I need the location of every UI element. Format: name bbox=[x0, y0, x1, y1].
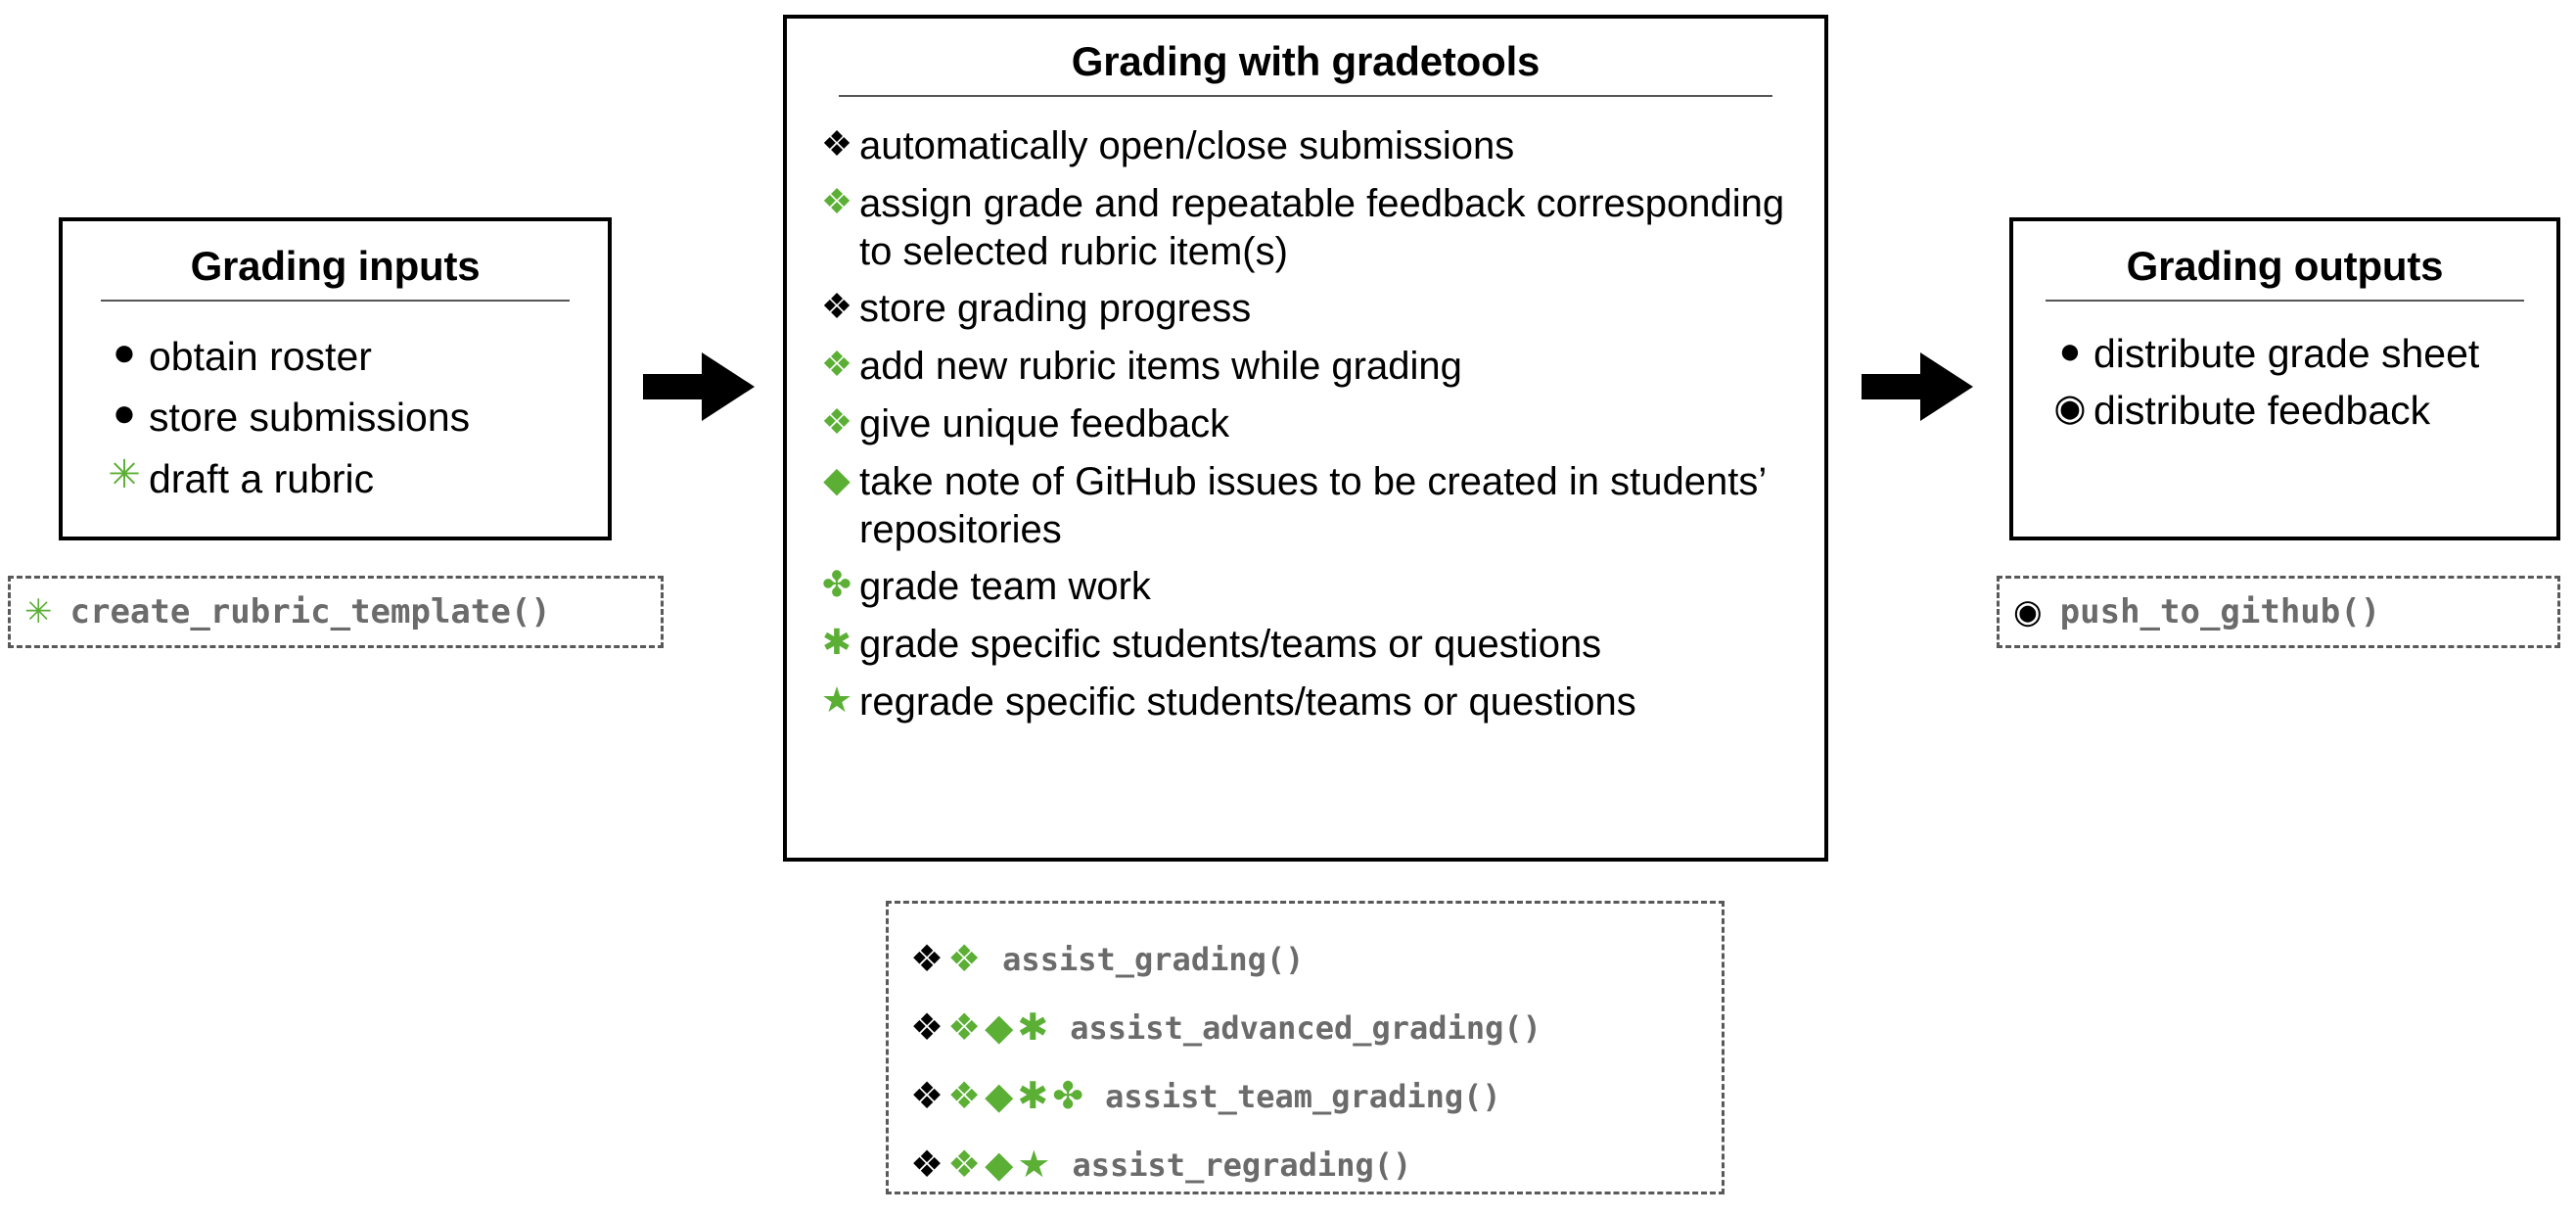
green-diamond-cluster-bullet-icon: ❖ bbox=[820, 180, 853, 221]
list-item-label: assign grade and repeatable feedback cor… bbox=[859, 181, 1785, 273]
list-item-label: regrade specific students/teams or quest… bbox=[859, 679, 1636, 724]
list-item: ✤grade team work bbox=[814, 563, 1807, 611]
list-item: ❖store grading progress bbox=[814, 285, 1807, 333]
function-name-label: create_rubric_template() bbox=[69, 592, 551, 631]
grading-with-gradetools-panel: Grading with gradetools ❖automatically o… bbox=[783, 15, 1828, 862]
black-diamond-cluster-icon: ❖ bbox=[910, 939, 944, 980]
green-star-icon: ★ bbox=[1017, 1145, 1051, 1186]
push-to-github-function-box: ◉ push_to_github() bbox=[1997, 576, 2560, 648]
green-heavy-asterisk-bullet-icon: ✱ bbox=[821, 622, 852, 663]
list-item: ★regrade specific students/teams or ques… bbox=[814, 678, 1807, 726]
list-item-label: grade team work bbox=[859, 565, 1151, 609]
black-circle-bullet-icon: ● bbox=[112, 331, 137, 374]
function-glyph-group: ✳ bbox=[24, 595, 53, 629]
function-glyph-group: ❖❖◆✱ bbox=[910, 1009, 1052, 1047]
list-item-label: distribute grade sheet bbox=[2093, 331, 2480, 376]
list-item-label: take note of GitHub issues to be created… bbox=[859, 459, 1766, 551]
green-solid-diamond-bullet-icon: ◆ bbox=[823, 458, 851, 499]
function-name-label: push_to_github() bbox=[2059, 592, 2381, 631]
green-diamond-cluster-icon: ❖ bbox=[947, 1076, 982, 1117]
title-divider bbox=[839, 95, 1772, 97]
list-item-label: draft a rubric bbox=[149, 455, 375, 501]
legend-row: ❖❖◆✱✤assist_team_grading() bbox=[910, 1062, 1722, 1131]
list-item-label: add new rubric items while grading bbox=[859, 345, 1462, 389]
green-heavy-asterisk-icon: ✱ bbox=[1017, 1076, 1049, 1117]
assist-functions-legend-box: ❖❖assist_grading()❖❖◆✱assist_advanced_gr… bbox=[886, 901, 1725, 1194]
panel-title: Grading inputs bbox=[190, 243, 481, 289]
function-name-label: assist_regrading() bbox=[1072, 1146, 1412, 1184]
green-diamond-cluster-icon: ❖ bbox=[947, 1145, 982, 1186]
list-item: ● distribute grade sheet bbox=[2047, 329, 2547, 378]
panel-title: Grading with gradetools bbox=[1071, 38, 1541, 84]
green-diamond-cluster-bullet-icon: ❖ bbox=[820, 400, 853, 442]
list-item: ◆take note of GitHub issues to be create… bbox=[814, 458, 1807, 554]
green-clover-icon: ✤ bbox=[1052, 1076, 1084, 1117]
arrow-inputs-to-gradetools bbox=[641, 343, 759, 436]
function-name-label: assist_advanced_grading() bbox=[1070, 1009, 1541, 1047]
function-glyph-group: ❖❖◆✱✤ bbox=[910, 1078, 1087, 1115]
grading-outputs-list: ●distribute grade sheet◉distribute feedb… bbox=[2013, 329, 2556, 435]
list-item: ● obtain roster bbox=[100, 333, 608, 380]
black-circle-bullet-icon: ● bbox=[112, 392, 137, 436]
list-item: ❖assign grade and repeatable feedback co… bbox=[814, 180, 1807, 276]
gradetools-feature-list: ❖automatically open/close submissions❖as… bbox=[787, 122, 1824, 726]
function-glyph-group: ❖❖◆★ bbox=[910, 1146, 1054, 1184]
list-item-label: obtain roster bbox=[149, 334, 372, 379]
function-name-label: assist_team_grading() bbox=[1105, 1078, 1501, 1115]
list-item: ✱grade specific students/teams or questi… bbox=[814, 621, 1807, 669]
grading-inputs-list: ●obtain roster●store submissions✳draft a… bbox=[63, 333, 608, 502]
black-circle-bullet-icon: ● bbox=[2058, 331, 2082, 372]
black-diamond-cluster-icon: ❖ bbox=[910, 1076, 944, 1117]
panel-title: Grading outputs bbox=[2126, 243, 2444, 289]
green-heavy-asterisk-icon: ✱ bbox=[1017, 1007, 1049, 1049]
green-diamond-cluster-bullet-icon: ❖ bbox=[820, 344, 853, 385]
list-item: ◉distribute feedback bbox=[2047, 386, 2547, 435]
black-diamond-cluster-icon: ❖ bbox=[910, 1007, 944, 1049]
green-solid-diamond-icon: ◆ bbox=[985, 1076, 1014, 1117]
black-diamond-cluster-bullet-icon: ❖ bbox=[820, 286, 853, 327]
function-glyph-group: ❖❖ bbox=[910, 941, 985, 978]
green-clover-bullet-icon: ✤ bbox=[821, 564, 852, 605]
grading-inputs-panel: Grading inputs ● obtain roster ● store subm… bbox=[59, 217, 612, 540]
green-asterisk-bullet-icon: ✳ bbox=[108, 452, 141, 496]
green-star-bullet-icon: ★ bbox=[820, 678, 853, 720]
green-diamond-cluster-icon: ❖ bbox=[947, 939, 982, 980]
green-asterisk-icon: ✳ bbox=[24, 593, 53, 631]
create-rubric-template-function-box: ✳ create_rubric_template() bbox=[8, 576, 664, 648]
list-item: ❖give unique feedback bbox=[814, 400, 1807, 448]
title-divider bbox=[100, 300, 570, 302]
green-diamond-cluster-icon: ❖ bbox=[947, 1007, 982, 1049]
list-item-label: distribute feedback bbox=[2093, 388, 2431, 434]
green-solid-diamond-icon: ◆ bbox=[985, 1145, 1014, 1186]
fisheye-icon: ◉ bbox=[2013, 593, 2043, 631]
black-diamond-cluster-bullet-icon: ❖ bbox=[820, 123, 853, 164]
legend-row: ❖❖ assist_grading() bbox=[910, 925, 1722, 994]
list-item: ❖add new rubric items while grading bbox=[814, 343, 1807, 391]
list-item: ● store submissions bbox=[100, 394, 608, 441]
green-solid-diamond-icon: ◆ bbox=[985, 1007, 1014, 1049]
list-item-label: automatically open/close submissions bbox=[859, 124, 1515, 167]
list-item: ✳draft a rubric bbox=[100, 455, 608, 502]
list-item-label: store grading progress bbox=[859, 287, 1252, 331]
function-glyph-group: ◉ bbox=[2013, 595, 2043, 629]
list-item-label: grade specific students/teams or questio… bbox=[859, 623, 1602, 667]
list-item: ❖automatically open/close submissions bbox=[814, 122, 1807, 170]
list-item-label: give unique feedback bbox=[859, 401, 1230, 445]
list-item-label: store submissions bbox=[149, 395, 471, 441]
legend-row: ❖❖◆★assist_regrading() bbox=[910, 1131, 1722, 1199]
legend-row: ❖❖◆✱assist_advanced_grading() bbox=[910, 994, 1722, 1062]
title-divider bbox=[2046, 300, 2524, 302]
grading-outputs-panel: Grading outputs ●distribute grade sheet◉… bbox=[2009, 217, 2560, 540]
arrow-gradetools-to-outputs bbox=[1860, 343, 1977, 436]
fisheye-bullet-icon: ◉ bbox=[2053, 388, 2087, 430]
function-name-label: assist_grading() bbox=[1002, 941, 1305, 978]
black-diamond-cluster-icon: ❖ bbox=[910, 1145, 944, 1186]
